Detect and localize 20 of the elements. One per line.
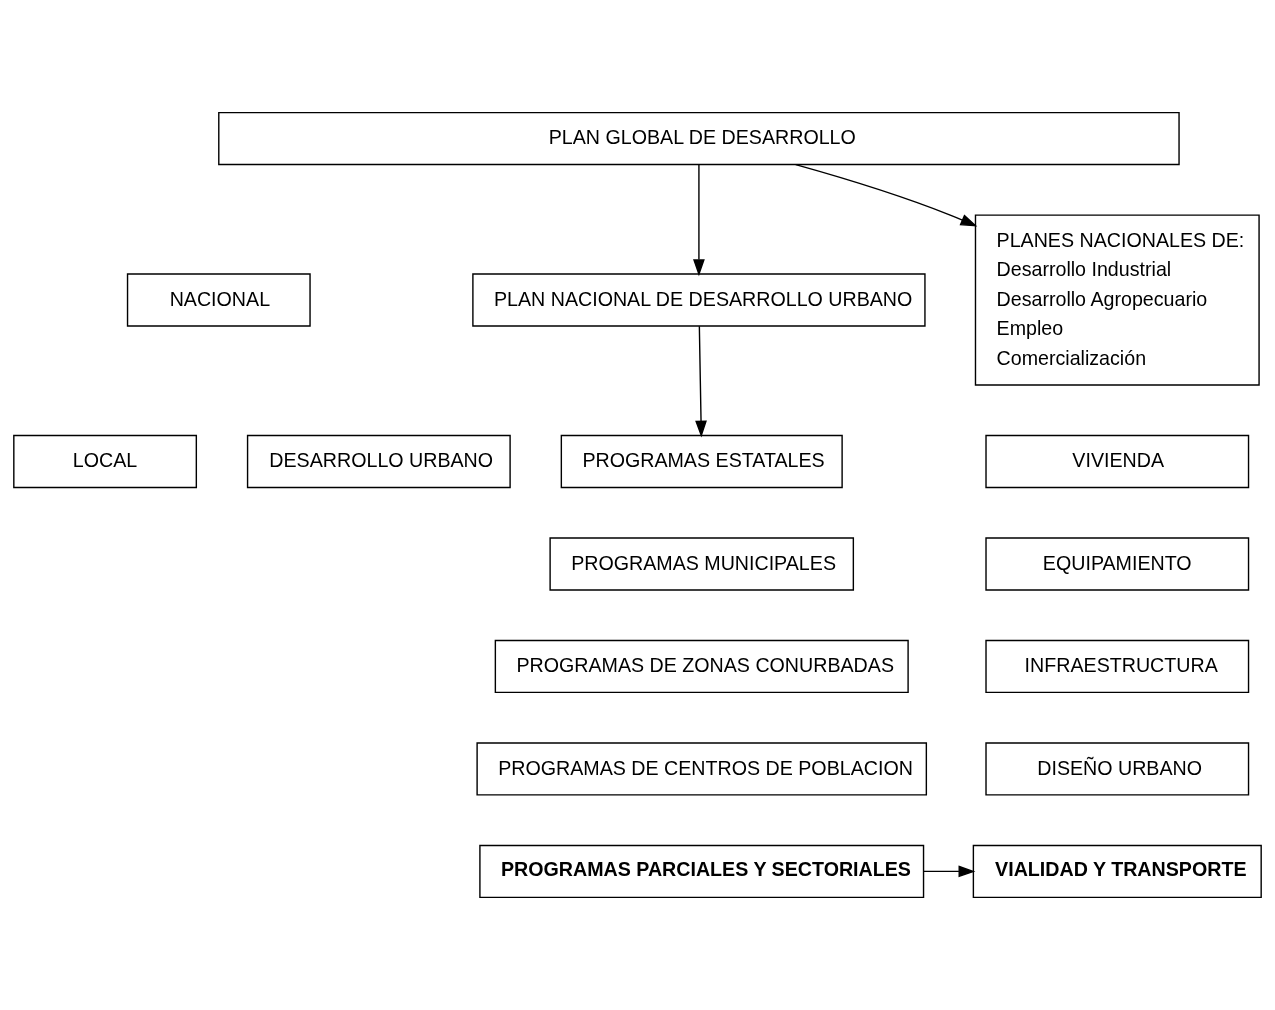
- arrow: [693, 164, 705, 277]
- node-box: PROGRAMAS ESTATALES: [560, 434, 843, 489]
- node-box: PLAN GLOBAL DE DESARROLLO: [218, 111, 1180, 166]
- node-box: PROGRAMAS MUNICIPALES: [549, 537, 855, 591]
- node-box: EQUIPAMIENTO: [985, 537, 1250, 591]
- node-box: INFRAESTRUCTURA: [985, 639, 1250, 694]
- node-box: DESARROLLO URBANO: [246, 434, 511, 489]
- arrow: [795, 164, 978, 227]
- node-box: DISEÑO URBANO: [985, 742, 1250, 796]
- node-box: PLAN NACIONAL DE DESARROLLO URBANO: [472, 273, 926, 327]
- arrow: [695, 325, 707, 438]
- node-box: VIALIDAD Y TRANSPORTE: [972, 844, 1262, 899]
- node-box: PLANES NACIONALES DE: Desarrollo Industrial Desarrollo Agropecuario Empleo Comercialización: [974, 214, 1260, 386]
- node-box: LOCAL: [13, 434, 198, 489]
- node-box: VIVIENDA: [985, 434, 1250, 489]
- node-box: PROGRAMAS DE CENTROS DE POBLACION: [476, 742, 928, 796]
- node-box: PROGRAMAS DE ZONAS CONURBADAS: [494, 639, 909, 694]
- node-box: PROGRAMAS PARCIALES Y SECTORIALES: [479, 844, 925, 899]
- arrow: [923, 865, 976, 878]
- node-box: NACIONAL: [126, 273, 311, 327]
